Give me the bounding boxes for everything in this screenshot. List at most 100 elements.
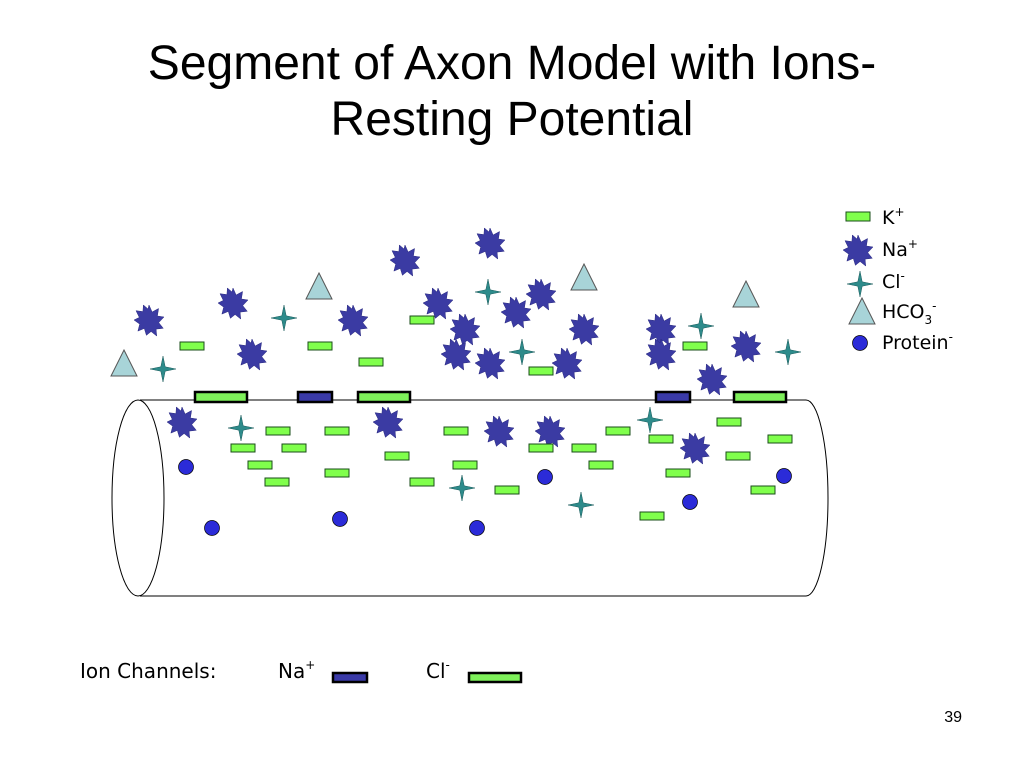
chloride-ion <box>270 304 298 332</box>
potassium-ion <box>571 443 597 453</box>
sodium-ion <box>449 313 481 346</box>
extracellular-ions <box>110 227 802 396</box>
membrane-channels <box>193 390 788 404</box>
potassium-ion <box>443 426 469 436</box>
axon-cylinder <box>111 399 829 597</box>
protein-anion <box>537 469 553 485</box>
potassium-ion <box>324 426 350 436</box>
potassium-ion <box>588 460 614 470</box>
cl-channel <box>732 390 788 404</box>
sodium-ion <box>483 415 515 448</box>
legend: K+ Na+ Cl- HCO3- Protein- <box>842 205 953 354</box>
chloride-ion <box>149 355 177 383</box>
sodium-ion <box>440 338 472 371</box>
sodium-ion <box>730 330 762 363</box>
potassium-ion <box>384 451 410 461</box>
slide-title: Segment of Axon Model with Ions- Resting… <box>0 36 1024 148</box>
potassium-ion <box>409 315 435 325</box>
protein-anion <box>204 520 220 536</box>
sodium-ion <box>568 313 600 346</box>
potassium-ion <box>230 443 256 453</box>
cl-channel <box>193 390 249 404</box>
potassium-ion <box>324 468 350 478</box>
legend-hco3-label: HCO3- <box>882 299 937 327</box>
potassium-ion <box>179 341 205 351</box>
sodium-ion <box>696 363 728 396</box>
legend-cl-label: Cl- <box>882 269 905 293</box>
potassium-ion <box>494 485 520 495</box>
protein-anion <box>332 511 348 527</box>
sodium-ion <box>679 432 711 465</box>
sodium-ion <box>372 406 404 439</box>
cl-channel-swatch <box>467 671 523 684</box>
sodium-ion <box>337 304 369 337</box>
ion-channels-label: Ion Channels: <box>80 659 216 683</box>
protein-anion <box>776 468 792 484</box>
chloride-ion <box>508 338 536 366</box>
intracellular-ions <box>166 406 793 536</box>
bicarbonate-ion <box>570 263 598 291</box>
ion-channels-na-label: Na+ <box>278 658 315 683</box>
ion-channels-cl-label: Cl- <box>426 658 450 683</box>
protein-anion <box>178 459 194 475</box>
potassium-ion <box>750 485 776 495</box>
title-line-1: Segment of Axon Model with Ions- <box>147 37 877 90</box>
axon-left-end <box>111 399 165 597</box>
potassium-ion <box>716 417 742 427</box>
sodium-ion <box>534 415 566 448</box>
protein-anion <box>469 520 485 536</box>
sodium-ion <box>551 347 583 380</box>
potassium-ion <box>665 468 691 478</box>
sodium-ion <box>389 244 421 277</box>
sodium-ion <box>525 278 557 311</box>
sodium-ion <box>236 338 268 371</box>
sodium-ion <box>645 338 677 371</box>
potassium-ion <box>281 443 307 453</box>
sodium-ion <box>474 347 506 380</box>
potassium-ion <box>264 477 290 487</box>
sodium-ion <box>133 304 165 337</box>
potassium-ion <box>639 511 665 521</box>
sodium-ion <box>422 287 454 320</box>
na-channel-swatch <box>331 671 369 684</box>
potassium-ion <box>605 426 631 436</box>
na-channel <box>654 390 692 404</box>
legend-hco3-icon <box>848 297 876 325</box>
potassium-ion <box>247 460 273 470</box>
chloride-ion <box>567 491 595 519</box>
legend-protein-label: Protein- <box>882 330 953 354</box>
sodium-ion <box>500 296 532 329</box>
potassium-ion <box>452 460 478 470</box>
potassium-ion <box>528 443 554 453</box>
sodium-ion <box>474 227 506 260</box>
chloride-ion <box>687 312 715 340</box>
chloride-ion <box>774 338 802 366</box>
legend-na-icon <box>842 234 874 267</box>
page-number: 39 <box>944 709 962 726</box>
potassium-ion <box>265 426 291 436</box>
legend-protein-icon <box>852 335 868 351</box>
ion-channels-key: Ion Channels: Na+ Cl- <box>80 658 523 684</box>
chloride-ion <box>474 278 502 306</box>
potassium-ion <box>682 341 708 351</box>
sodium-ion <box>166 406 198 439</box>
potassium-ion <box>528 366 554 376</box>
potassium-ion <box>725 451 751 461</box>
legend-na-label: Na+ <box>882 237 918 261</box>
potassium-ion <box>358 357 384 367</box>
chloride-ion <box>448 474 476 502</box>
axon-right-end <box>805 399 829 597</box>
bicarbonate-ion <box>110 349 138 377</box>
title-line-2: Resting Potential <box>330 93 694 146</box>
protein-anion <box>682 494 698 510</box>
cl-channel <box>356 390 412 404</box>
bicarbonate-ion <box>305 272 333 300</box>
bicarbonate-ion <box>732 280 760 308</box>
na-channel <box>296 390 334 404</box>
potassium-ion <box>307 341 333 351</box>
sodium-ion <box>217 287 249 320</box>
chloride-ion <box>227 414 255 442</box>
potassium-ion <box>648 434 674 444</box>
potassium-ion <box>767 434 793 444</box>
